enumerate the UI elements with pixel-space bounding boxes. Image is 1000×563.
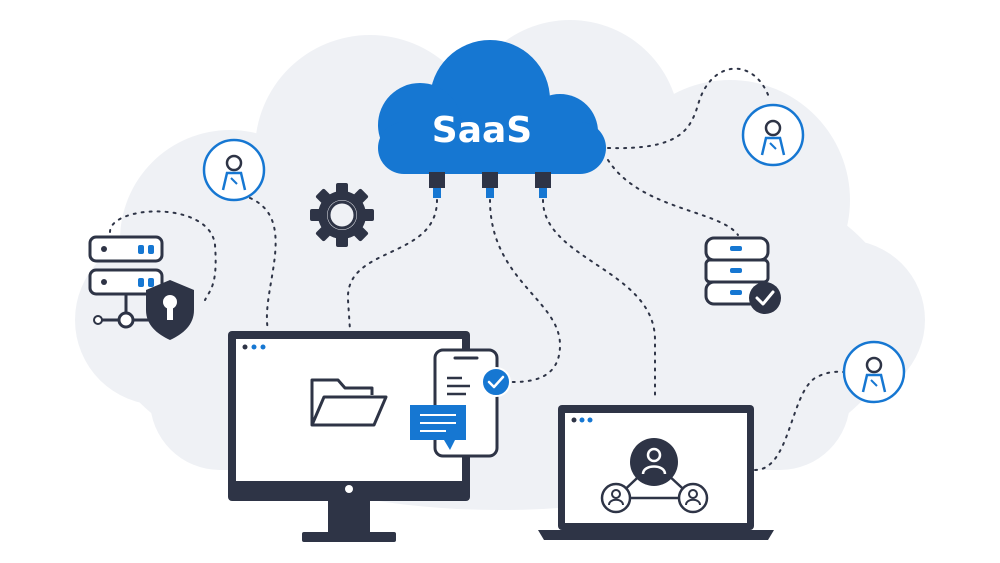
- server-rack-icon: [88, 235, 164, 329]
- check-badge-icon: [481, 367, 511, 397]
- connection-lines: [109, 67, 846, 471]
- check-badge-icon: [749, 282, 781, 314]
- folder-icon: [310, 378, 388, 427]
- gear-icon: [310, 183, 374, 247]
- line-cloud-to-phone: [489, 199, 562, 383]
- user-network-icon: [600, 438, 709, 514]
- cloud-connectors: [429, 172, 551, 198]
- saas-cloud-icon: SaaS: [378, 40, 606, 198]
- line-server-to-user: [109, 210, 217, 301]
- user-avatar-icon: [202, 138, 266, 202]
- user-avatar-icon: [741, 103, 805, 167]
- line-user-to-monitor: [249, 197, 277, 331]
- cloud-label: SaaS: [432, 110, 532, 151]
- line-cloud-to-laptop: [542, 199, 656, 401]
- chat-bubble-icon: [410, 405, 466, 450]
- security-shield-icon: [146, 280, 194, 340]
- line-laptop-to-user-right: [754, 370, 846, 471]
- user-avatar-icon: [842, 340, 906, 404]
